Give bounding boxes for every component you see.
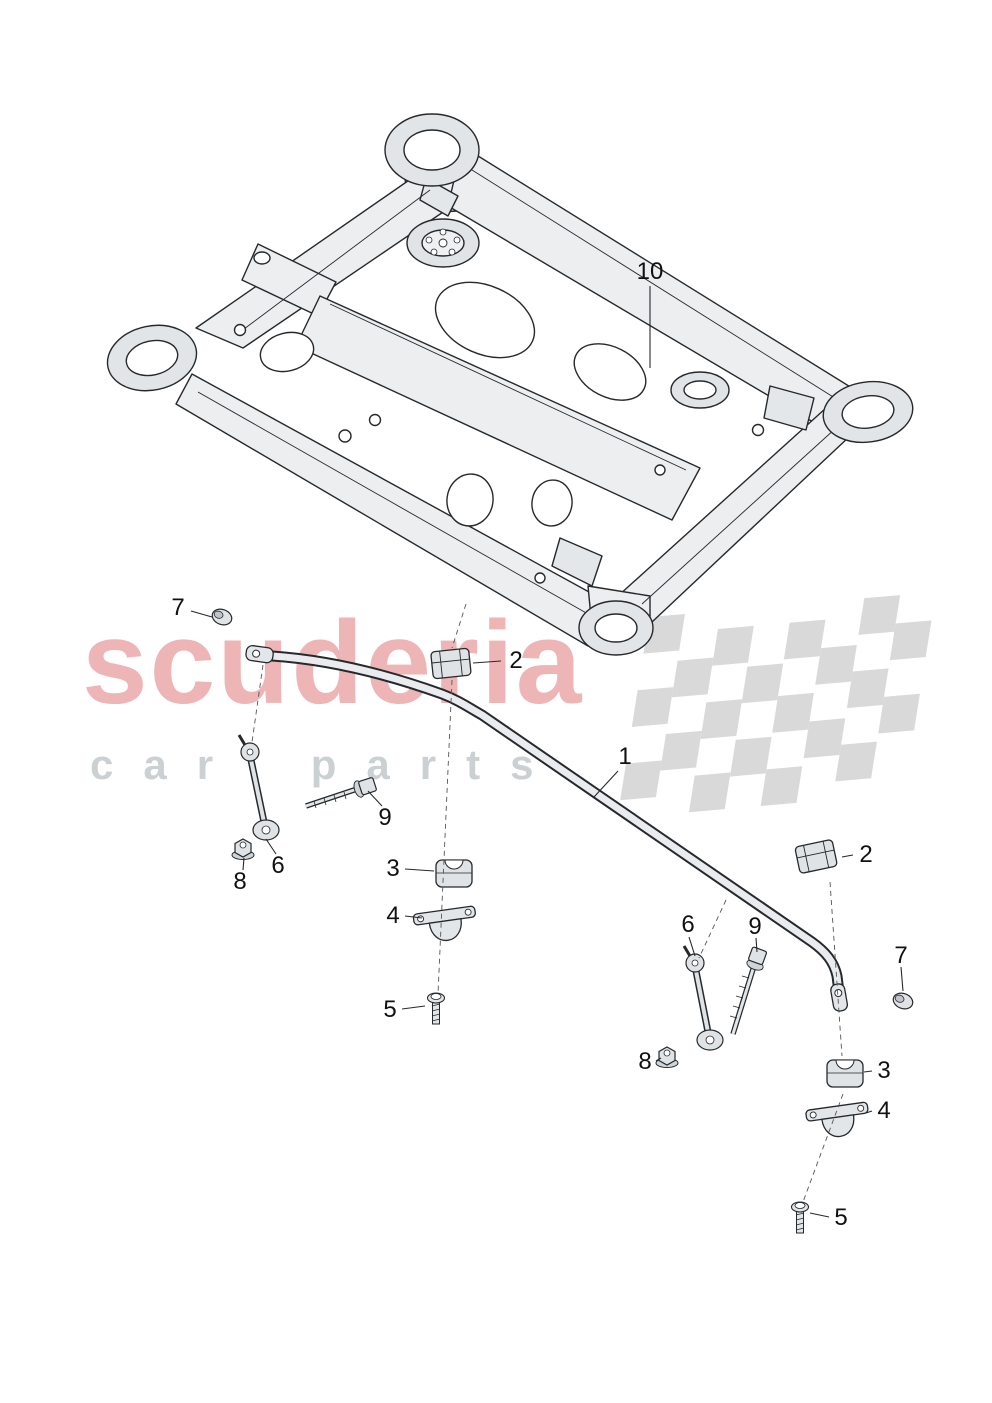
callout-label-10: 10 [636,258,664,285]
callout-label-2: 2 [859,841,873,868]
callout-label-7: 7 [171,594,185,621]
callout-label-4: 4 [877,1097,891,1124]
callout-label-8: 8 [638,1048,652,1075]
callout-label-3: 3 [877,1057,891,1084]
callout-label-6: 6 [271,852,285,879]
callout-label-6: 6 [681,911,695,938]
callout-label-7: 7 [894,942,908,969]
callout-label-1: 1 [618,743,632,770]
callout-label-5: 5 [383,996,397,1023]
callout-label-3: 3 [386,855,400,882]
callout-label-9: 9 [748,913,762,940]
callout-label-9: 9 [378,804,392,831]
callout-label-2: 2 [509,647,523,674]
callout-label-5: 5 [834,1204,848,1231]
callout-label-8: 8 [233,868,247,895]
callout-label-4: 4 [386,902,400,929]
